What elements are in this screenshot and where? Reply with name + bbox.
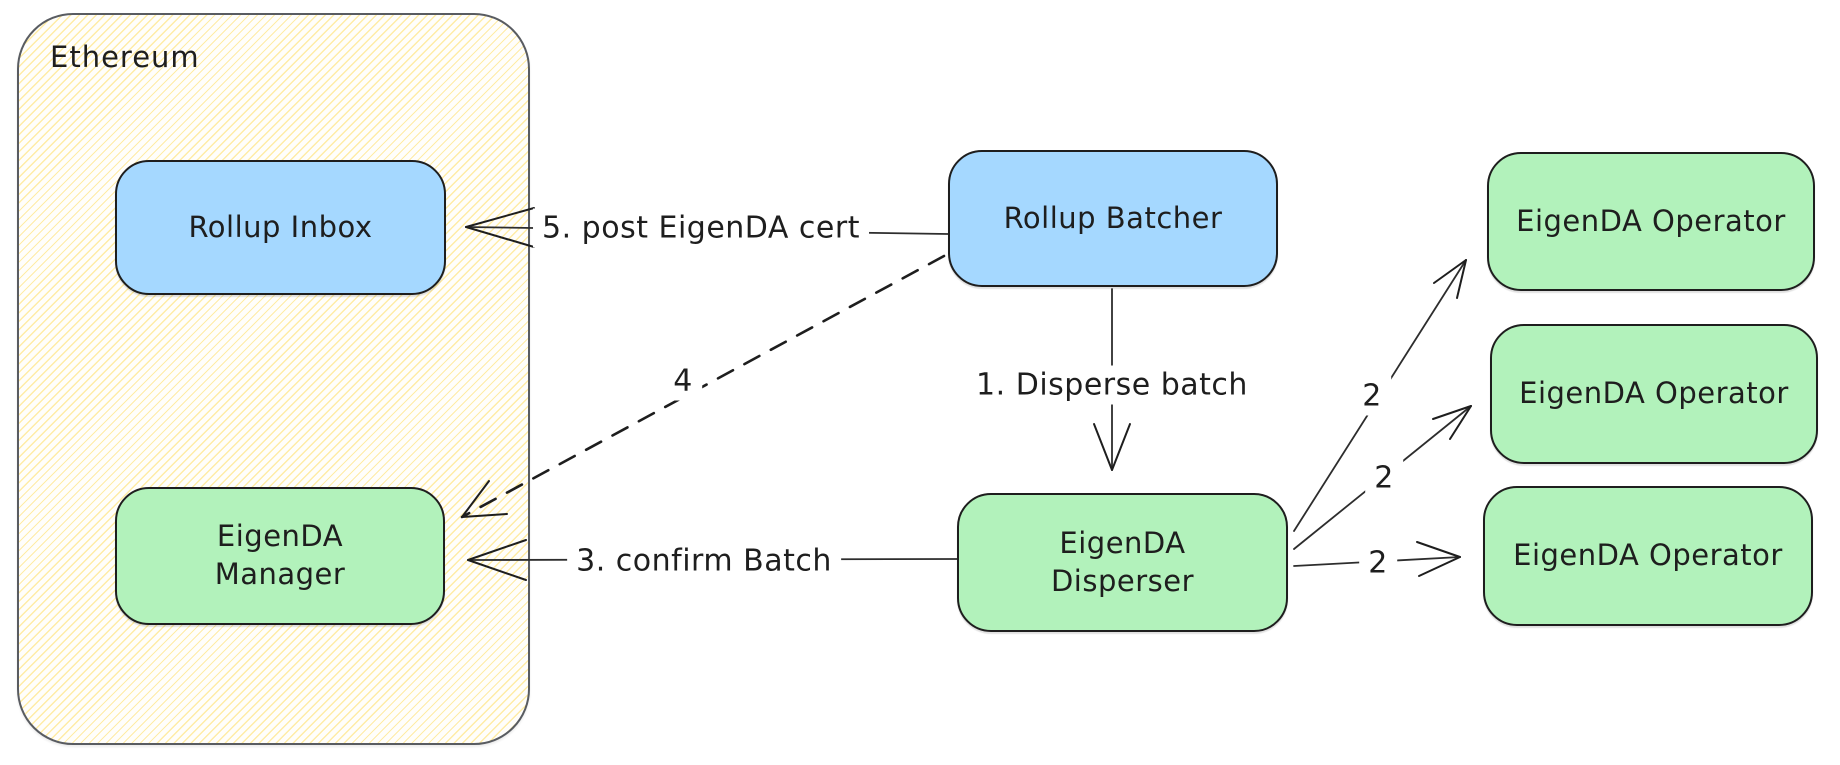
edge-label-disperse-batch: 1. Disperse batch: [967, 365, 1257, 405]
node-eigenda-operator-middle: EigenDA Operator: [1490, 324, 1818, 464]
edge-label-chunks-top: 2: [1353, 376, 1391, 416]
node-eigenda-operator-bottom: EigenDA Operator: [1483, 486, 1813, 626]
ethereum-group-label: Ethereum: [50, 40, 200, 74]
edge-label-post-eigenda-cert: 5. post EigenDA cert: [533, 208, 869, 248]
ethereum-group-box: [17, 13, 530, 745]
node-eigenda-disperser: EigenDA Disperser: [957, 493, 1288, 632]
edge-label-cert-reference: 4: [664, 361, 702, 401]
arrow-cert-reference-dashed: [460, 254, 946, 519]
node-eigenda-operator-top: EigenDA Operator: [1487, 152, 1815, 291]
node-eigenda-manager: EigenDA Manager: [115, 487, 445, 625]
edge-label-chunks-bottom: 2: [1359, 543, 1397, 583]
node-rollup-batcher: Rollup Batcher: [948, 150, 1278, 287]
node-rollup-inbox: Rollup Inbox: [115, 160, 446, 295]
edge-label-chunks-middle: 2: [1365, 458, 1403, 498]
edge-label-confirm-batch: 3. confirm Batch: [567, 541, 841, 581]
